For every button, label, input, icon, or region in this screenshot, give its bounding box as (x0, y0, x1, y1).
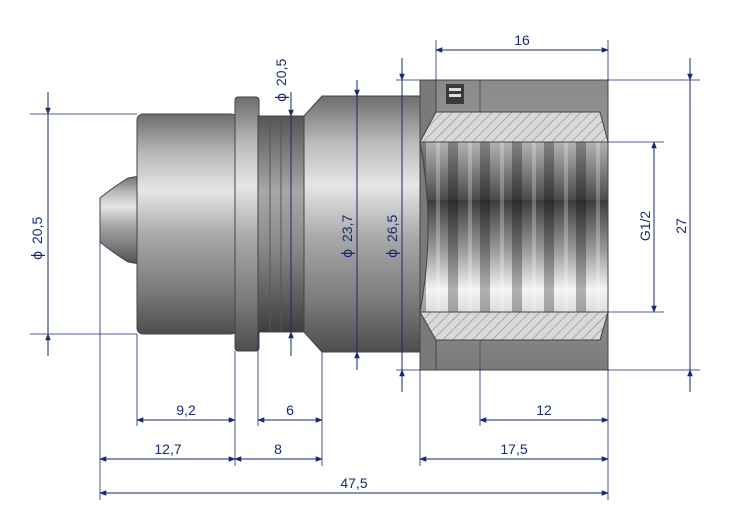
label-total-length: 47,5 (340, 475, 367, 491)
phi-symbol: ϕ (340, 249, 356, 258)
phi-symbol: ϕ (385, 249, 401, 258)
label-9-2: 9,2 (176, 402, 196, 418)
phi-symbol: ϕ (274, 93, 290, 102)
phi-symbol: ϕ (30, 251, 46, 260)
main-body (303, 95, 421, 353)
front-cylinder (136, 113, 238, 335)
groove (257, 115, 307, 333)
dimension-labels: ϕ 20,5 ϕ 20,5 ϕ 23,7 ϕ 26,5 G1/2 27 16 9… (29, 32, 689, 491)
label-collar-diameter: 23,7 (339, 215, 355, 242)
label-12-7: 12,7 (154, 441, 181, 457)
section-hatch-top (419, 111, 609, 143)
coupling-part (99, 79, 609, 371)
dimensions (30, 40, 700, 500)
label-groove-diameter: 20,5 (273, 59, 289, 86)
label-6: 6 (286, 402, 294, 418)
label-left-diameter: 20,5 (29, 217, 45, 244)
threaded-bore (419, 141, 609, 313)
section-hatch-bottom (419, 311, 609, 341)
label-body-diameter: 26,5 (384, 215, 400, 242)
locking-collar (234, 96, 260, 352)
label-12: 12 (536, 402, 552, 418)
label-thread: G1/2 (637, 211, 653, 242)
label-17-5: 17,5 (500, 441, 527, 457)
label-8: 8 (274, 441, 282, 457)
label-outer-height: 27 (673, 218, 689, 234)
label-socket-length: 16 (514, 32, 530, 48)
nose-pin (99, 175, 141, 265)
